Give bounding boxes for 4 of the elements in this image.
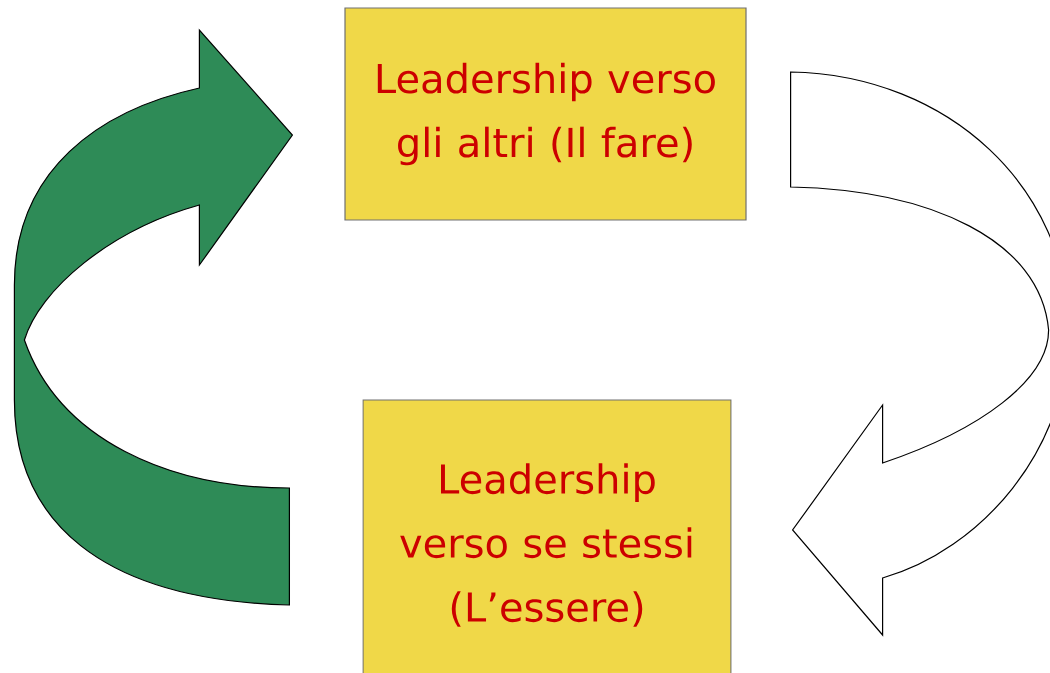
text-box: Leadership verso se stessi (L’essere) xyxy=(362,399,732,673)
text-box: Leadership verso gli altri (Il fare) xyxy=(344,7,747,221)
curved-block-arrow xyxy=(790,71,1050,636)
curved-block-arrow xyxy=(13,29,293,606)
